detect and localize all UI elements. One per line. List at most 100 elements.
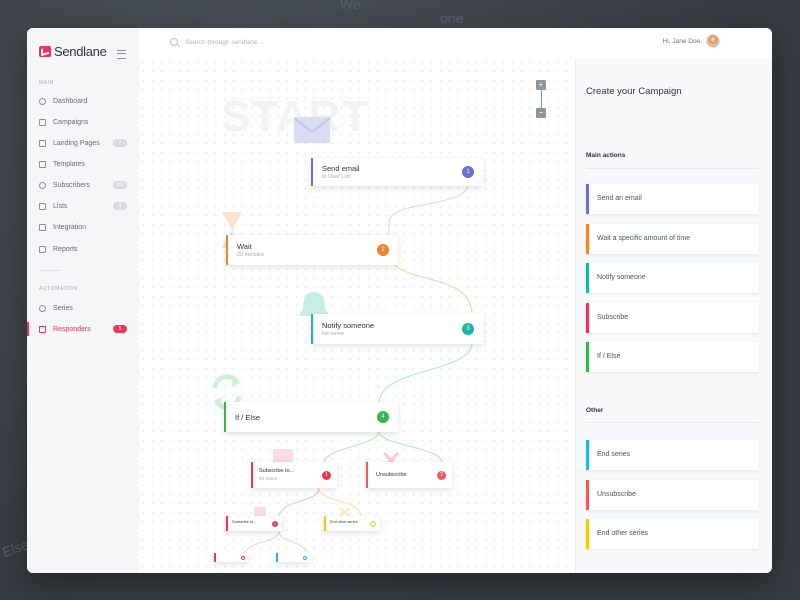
action-label: End series xyxy=(597,451,631,458)
connector-line xyxy=(323,430,380,463)
campaigns-icon xyxy=(39,118,46,126)
sidebar-item-label: Responders xyxy=(53,325,91,333)
flow-node-end-other-series[interactable]: End other series xyxy=(324,516,380,531)
sendlane-logo-icon xyxy=(39,46,51,57)
landing-pages-icon xyxy=(39,139,46,147)
zoom-slider[interactable] xyxy=(540,90,542,108)
logo[interactable]: Sendlane xyxy=(39,44,107,59)
section-label-main: MAIN xyxy=(39,80,54,86)
count-badge: 3 xyxy=(113,202,127,210)
node-step-number: 1 xyxy=(322,470,331,480)
node-step-number: 2 xyxy=(437,470,446,480)
action-end-other-series[interactable]: End other series xyxy=(586,519,759,549)
sidebar-item-subscribers[interactable]: Subscribers 982 xyxy=(27,176,139,194)
action-wait[interactable]: Wait a specific amount of time xyxy=(586,224,759,254)
action-label: Wait a specific amount of time xyxy=(597,235,691,242)
menu-toggle-icon[interactable] xyxy=(117,50,126,59)
sidebar-item-landing-pages[interactable]: Landing Pages 7 xyxy=(27,134,139,152)
sidebar-item-reports[interactable]: Reports xyxy=(27,240,139,258)
node-step-marker xyxy=(303,555,307,560)
node-title: Send email xyxy=(322,164,360,173)
sidebar-item-label: Reports xyxy=(53,245,78,253)
envelope-icon xyxy=(273,449,293,465)
count-badge: 7 xyxy=(113,139,127,147)
sidebar-item-label: Campaigns xyxy=(53,118,89,126)
flow-node-wait[interactable]: Wait 20 minutes 2 xyxy=(226,235,398,265)
logo-text: Sendlane xyxy=(54,44,107,59)
sidebar-item-series[interactable]: Series xyxy=(27,299,139,317)
sidebar-item-label: Dashboard xyxy=(53,97,88,105)
action-unsubscribe[interactable]: Unsubscribe xyxy=(586,480,759,510)
lists-icon xyxy=(39,202,46,210)
flow-node-if-else[interactable]: If / Else 4 xyxy=(224,402,398,432)
sidebar-item-dashboard[interactable]: Dashboard xyxy=(27,92,139,110)
sidebar-item-label: Landing Pages xyxy=(53,139,100,147)
zoom-control: + − xyxy=(536,80,546,118)
flow-node-mini[interactable] xyxy=(214,553,248,562)
connector-line xyxy=(378,430,443,463)
node-title: If / Else xyxy=(235,413,261,422)
node-step-number: 1 xyxy=(462,166,474,178)
workflow-canvas[interactable]: START + − xyxy=(139,58,575,573)
action-notify-someone[interactable]: Notify someone xyxy=(586,263,759,293)
section-heading-main-actions: Main actions xyxy=(586,152,626,159)
user-greeting[interactable]: Hi, Jane Doe. xyxy=(662,38,702,45)
flow-node-send-email[interactable]: Send email to User List 1 xyxy=(311,158,483,186)
sidebar: Sendlane MAIN Dashboard Campaigns Landin… xyxy=(27,28,140,573)
top-bar: Hi, Jane Doe. xyxy=(139,28,772,59)
flow-node-unsubscribe[interactable]: Unsubscribe 2 xyxy=(366,462,452,488)
node-step-number: 4 xyxy=(377,411,389,423)
flow-node-notify-someone[interactable]: Notify someone list name 3 xyxy=(311,314,483,344)
sidebar-divider xyxy=(39,270,61,271)
zoom-in-button[interactable]: + xyxy=(536,80,546,90)
sidebar-item-label: Integration xyxy=(53,223,87,231)
node-subtitle: 20 minutes xyxy=(237,252,264,258)
sidebar-item-templates[interactable]: Templates xyxy=(27,155,139,173)
node-title: Subscribe to... xyxy=(259,468,295,474)
zoom-out-button[interactable]: − xyxy=(536,108,546,118)
action-send-email[interactable]: Send an email xyxy=(586,184,759,214)
campaign-builder-panel: Create your Campaign Main actions Send a… xyxy=(575,58,772,573)
node-subtitle: to User List xyxy=(322,174,350,180)
connector-line xyxy=(278,530,308,555)
sidebar-item-campaigns[interactable]: Campaigns xyxy=(27,113,139,131)
envelope-icon xyxy=(293,117,331,143)
envelope-icon xyxy=(254,507,266,517)
sidebar-item-label: Subscribers xyxy=(53,181,90,189)
panel-title: Create your Campaign xyxy=(586,86,682,97)
sidebar-item-responders[interactable]: Responders 5 xyxy=(27,320,139,338)
avatar[interactable] xyxy=(706,34,720,48)
connector-line xyxy=(318,487,362,517)
close-icon xyxy=(339,507,351,517)
node-subtitle: list name xyxy=(259,476,278,481)
background-text: one xyxy=(440,10,464,26)
integration-icon xyxy=(39,223,46,231)
flow-node-subscribe-nested[interactable]: Subscribe to... 1 xyxy=(226,516,282,531)
count-badge: 982 xyxy=(113,181,127,189)
connector-line xyxy=(378,342,473,404)
series-icon xyxy=(39,304,46,312)
count-badge: 5 xyxy=(113,325,127,333)
node-step-number: 1 xyxy=(272,520,278,527)
action-end-series[interactable]: End series xyxy=(586,440,759,470)
sidebar-item-label: Templates xyxy=(53,160,85,168)
search-input[interactable] xyxy=(185,35,385,49)
connector-line xyxy=(386,183,469,244)
connector-line xyxy=(243,530,280,555)
flow-node-mini[interactable] xyxy=(276,553,310,562)
templates-icon xyxy=(39,160,46,168)
node-title: Unsubscribe xyxy=(376,472,407,478)
action-label: Notify someone xyxy=(597,274,646,281)
sidebar-item-label: Series xyxy=(53,304,73,312)
action-if-else[interactable]: If / Else xyxy=(586,342,759,372)
panel-divider xyxy=(586,422,759,423)
action-subscribe[interactable]: Subscribe xyxy=(586,303,759,333)
sidebar-item-lists[interactable]: Lists 3 xyxy=(27,197,139,215)
background-text: We xyxy=(340,0,361,12)
node-title: Notify someone xyxy=(322,321,375,330)
panel-divider xyxy=(586,168,759,169)
sidebar-item-integration[interactable]: Integration xyxy=(27,218,139,236)
action-label: Unsubscribe xyxy=(597,491,636,498)
flow-node-subscribe[interactable]: Subscribe to... list name 1 xyxy=(251,462,337,488)
node-title: End other series xyxy=(330,520,358,524)
